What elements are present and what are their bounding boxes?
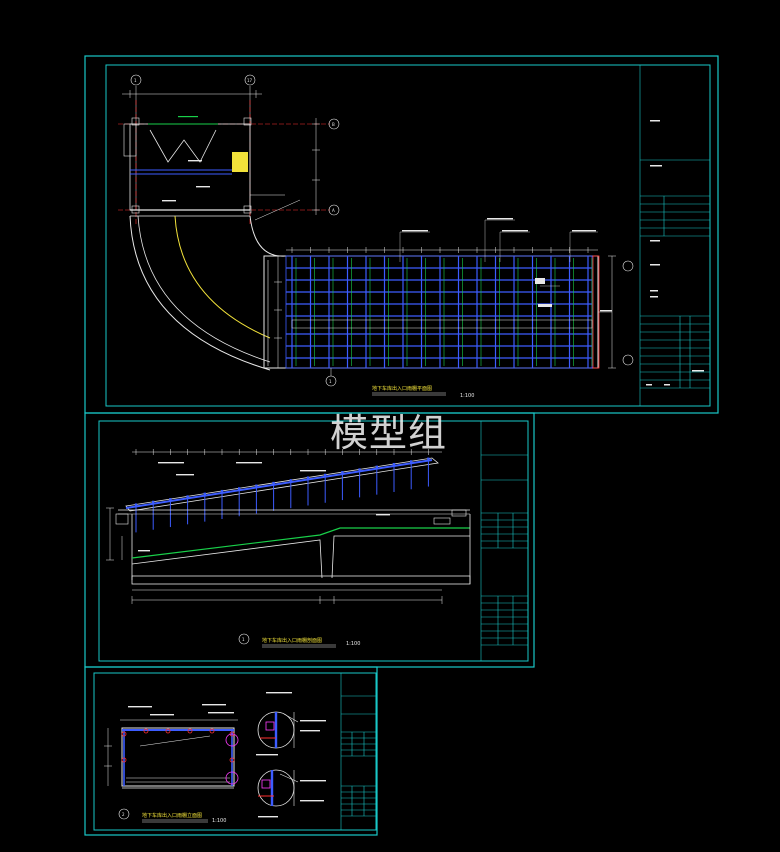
grid-dimension-ticks: [291, 247, 589, 253]
detail-callout-labels: [256, 692, 326, 818]
sheet-3-elevation: 2 地下车库出入口雨棚立面图 1:100: [84, 666, 378, 836]
canopy-node: [272, 481, 275, 485]
canopy-node: [410, 460, 413, 463]
detail-callouts: [257, 711, 299, 807]
section-marker-label: 1: [242, 637, 245, 642]
grid-axis-bubble-icon: [328, 204, 340, 216]
section-scale: 1:100: [346, 641, 360, 647]
grid-axis-bubble-icon: [622, 354, 634, 366]
ramp-structure: [115, 509, 471, 585]
canopy-node: [324, 473, 327, 477]
plan-right-dimensions: [312, 118, 320, 215]
section-bottom-dims: [131, 589, 443, 604]
grid-label-right-bottom: A: [332, 208, 335, 213]
section-marker-icon: [118, 808, 130, 820]
section-marker-icon: [238, 633, 250, 645]
canopy-node: [427, 457, 430, 460]
canopy-node: [220, 489, 224, 493]
canopy-node: [238, 487, 241, 490]
canopy-node: [289, 479, 292, 482]
grid-axis-bubble-icon: [328, 118, 340, 130]
elevation-scale: 1:100: [212, 818, 226, 824]
elevation-marker-label: 2: [122, 812, 125, 817]
grid-axis-bubble-icon: [130, 74, 142, 86]
elevation-title: 地下车库出入口雨棚立面图: [142, 812, 202, 819]
canopy-node: [169, 498, 172, 501]
grid-left-dims: [274, 256, 282, 368]
plan-leaders: [399, 219, 612, 313]
plan-title: 地下车库出入口雨棚平面图: [372, 385, 432, 392]
title-block-3: [340, 673, 376, 830]
plan-leader-labels: [162, 116, 612, 312]
grid-right-dims: [608, 255, 616, 369]
canopy-node: [134, 503, 138, 506]
grid-axis-bubble-icon: [244, 74, 256, 86]
canopy-node: [375, 465, 378, 469]
section-dimension-ticks: [135, 449, 429, 455]
canopy-node: [186, 495, 189, 498]
grid-label-top-left: 1: [134, 78, 137, 83]
grid-label-right-top: B: [332, 122, 335, 127]
grid-axis-bubble-icon: [622, 260, 634, 272]
section-title: 地下车库出入口雨棚剖面图: [262, 637, 322, 644]
elevation-frame: [104, 719, 239, 789]
canopy-node: [392, 462, 396, 466]
canopy-node: [341, 471, 344, 474]
sheet-1-plan: 1 17 B A: [84, 55, 719, 414]
title-block-1-marks: [646, 120, 704, 386]
canopy-grid: [263, 255, 600, 369]
canopy-node: [255, 484, 258, 487]
canopy-node: [358, 468, 361, 471]
grid-label-bottom: 1: [329, 379, 332, 384]
watermark-text: 模型组: [330, 411, 448, 455]
title-block-1: [639, 65, 710, 406]
section-left-dims: [106, 507, 123, 561]
entrance-box: [123, 117, 252, 217]
section-leaders: [138, 462, 390, 552]
plan-scale: 1:100: [460, 393, 474, 399]
elevation-labels: [128, 704, 234, 716]
canopy-node: [203, 492, 206, 496]
canopy-node: [152, 500, 155, 504]
title-block-2: [480, 421, 528, 661]
canopy-node: [306, 476, 310, 479]
sheet-2-section: 1 地下车库出入口雨棚剖面图 1:100: [84, 412, 535, 668]
grid-label-top-right: 17: [247, 78, 253, 83]
